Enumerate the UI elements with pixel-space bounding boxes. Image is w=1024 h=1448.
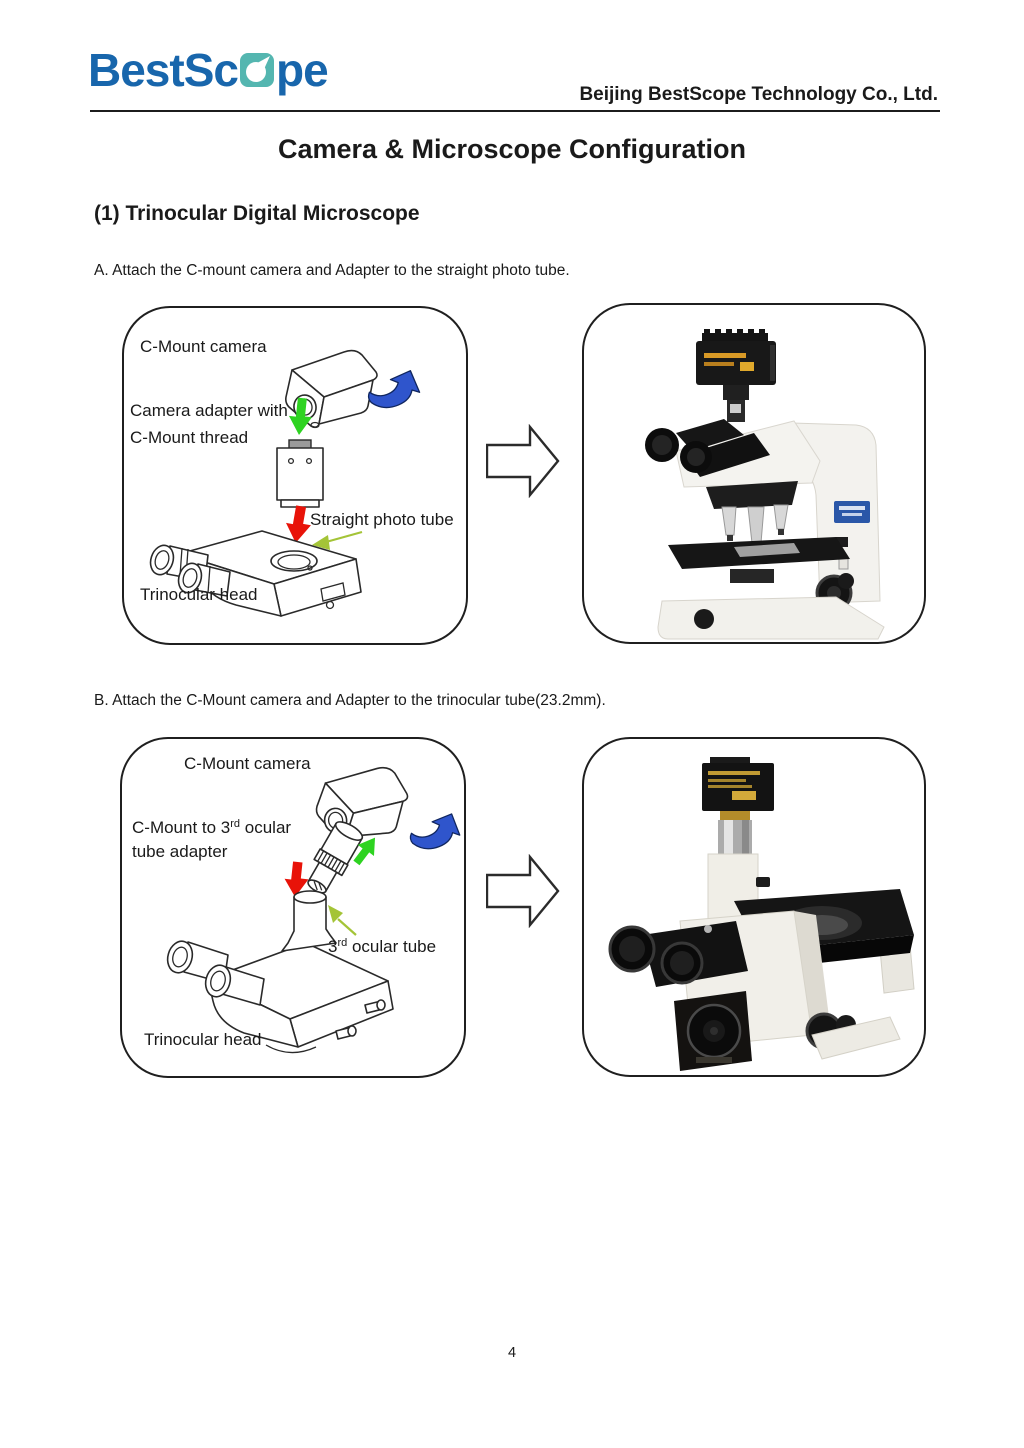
insert-direction-arrow-icon (284, 861, 309, 898)
ocular-adapter-drawing (307, 821, 364, 894)
logo-text-pre: BestSc (88, 44, 239, 96)
attach-direction-arrow-icon (288, 397, 312, 436)
step-b-text: B. Attach the C-Mount camera and Adapter… (94, 692, 606, 709)
next-step-arrow-icon (486, 424, 560, 498)
trinocular-head-drawing (166, 890, 394, 1054)
diagram-b-box: C-Mount camera C-Mount to 3rd ocular tub… (120, 737, 466, 1078)
step-a-text: A. Attach the C-mount camera and Adapter… (94, 262, 570, 279)
label-ocular-tube: 3rd ocular tube (328, 937, 436, 956)
photo-tube-collar (270, 550, 318, 572)
insert-direction-arrow-icon (286, 505, 311, 543)
rotate-camera-arrow-icon (367, 370, 421, 409)
label-camera-adapter-2: C-Mount thread (130, 428, 248, 447)
ocular-tube-drawing (281, 896, 337, 952)
focus-knob-unit (674, 991, 752, 1071)
section-heading: (1) Trinocular Digital Microscope (94, 202, 420, 225)
binocular-eyepieces (645, 419, 770, 477)
diagram-a-box: C-Mount camera Camera adapter with C-Mou… (122, 306, 468, 645)
photo-a-box (582, 303, 926, 644)
page-number: 4 (507, 1345, 517, 1361)
nosepiece (706, 481, 798, 509)
attach-direction-arrow-icon (353, 837, 376, 866)
label-cmount-camera: C-Mount camera (184, 754, 311, 773)
label-pointer-arrow-icon (312, 530, 363, 550)
mounted-camera (702, 757, 774, 811)
rotate-camera-arrow-icon (409, 813, 461, 850)
diagram-b-illustration: C-Mount camera C-Mount to 3rd ocular tub… (132, 754, 461, 1054)
logo-text-post: pe (275, 44, 329, 96)
bestscope-logo: BestSc pe (88, 44, 329, 96)
label-trinocular-head: Trinocular head (144, 1030, 262, 1049)
upright-microscope-photo (645, 329, 885, 640)
company-name: Beijing BestScope Technology Co., Ltd. (579, 84, 938, 105)
inverted-microscope-photo (608, 757, 915, 1071)
camera-adapter-drawing (276, 439, 324, 508)
label-cmount-camera: C-Mount camera (140, 337, 267, 356)
diagram-a-illustration: C-Mount camera Camera adapter with C-Mou… (130, 337, 454, 617)
binocular-eyepieces (608, 921, 748, 987)
header-divider (90, 110, 940, 112)
cmount-camera-drawing (315, 766, 409, 841)
olympus-label (834, 501, 870, 523)
label-pointer-arrow-icon (328, 905, 357, 936)
photo-b-box (582, 737, 926, 1077)
label-straight-photo-tube: Straight photo tube (310, 510, 454, 529)
label-ocular-adapter-2: tube adapter (132, 842, 228, 861)
label-ocular-adapter-1: C-Mount to 3rd ocular (132, 818, 291, 837)
label-camera-adapter-1: Camera adapter with (130, 401, 288, 420)
mounted-camera (696, 329, 776, 385)
label-trinocular-head: Trinocular head (140, 585, 258, 604)
logo-scope-drop-icon (239, 53, 274, 87)
page-title: Camera & Microscope Configuration (277, 134, 747, 164)
next-step-arrow-icon (486, 854, 560, 928)
trinocular-head-drawing (149, 530, 362, 617)
